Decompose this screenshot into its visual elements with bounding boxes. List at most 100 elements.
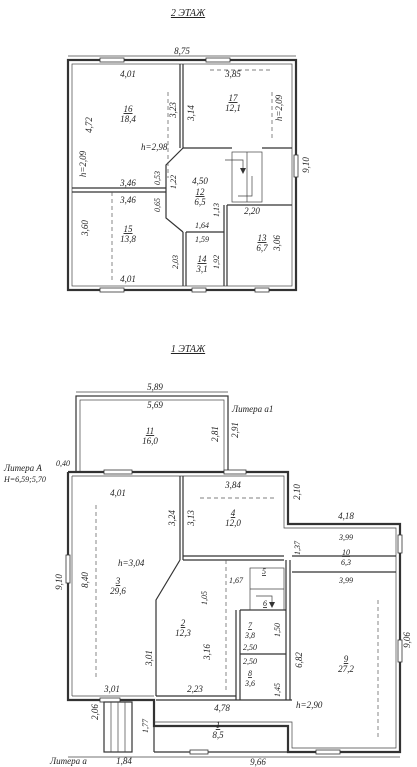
floor1-main-walls xyxy=(66,470,402,754)
room-area: 3,8 xyxy=(244,631,255,640)
dim-label: 3,13 xyxy=(186,510,196,527)
dim-label: 2,50 xyxy=(243,643,257,652)
dim-label: 2,10 xyxy=(292,484,302,500)
dim-label: 3,84 xyxy=(224,480,241,490)
dim-label: 1,67 xyxy=(229,576,244,585)
dim-label: 6,82 xyxy=(294,652,304,668)
dim-label: 2,20 xyxy=(244,206,260,216)
dim-label: 1,45 xyxy=(273,683,282,697)
floor1-dashed-lines xyxy=(95,497,379,740)
room-number: 14 xyxy=(198,254,208,264)
room-number: 9 xyxy=(344,654,349,664)
dim-label: 0,53 xyxy=(153,171,162,185)
room-area: 6,3 xyxy=(341,558,351,567)
ceiling-height: h=2,90 xyxy=(296,700,323,710)
room-area: 18,4 xyxy=(120,114,136,124)
dim-label: 3,23 xyxy=(168,102,178,119)
room-number: 17 xyxy=(229,93,239,103)
dim-label: 1,22 xyxy=(169,175,178,189)
litera-A-height: H=6,59;5,70 xyxy=(3,475,46,484)
dim-label: 1,92 xyxy=(212,255,221,269)
floor2-dashed-lines xyxy=(111,69,273,282)
room-area: 16,0 xyxy=(142,436,158,446)
room-area: 6,7 xyxy=(256,243,268,253)
dim-label: 5,89 xyxy=(147,382,163,392)
dim-label: 1,05 xyxy=(200,591,209,605)
floor1-title: 1 ЭТАЖ xyxy=(171,344,206,355)
dim-label: 3,14 xyxy=(186,105,196,122)
room-number: 4 xyxy=(231,508,236,518)
room-number: 15 xyxy=(124,224,134,234)
floor1-porch-a xyxy=(103,701,133,753)
floor2-walls xyxy=(66,58,298,292)
dim-label: 2,03 xyxy=(171,255,180,269)
dim-label: 1,13 xyxy=(212,203,221,217)
dim-label: 4,18 xyxy=(338,511,354,521)
floor2-title: 2 ЭТАЖ xyxy=(171,8,206,19)
dim-label: 3,85 xyxy=(224,69,241,79)
dim-label: 3,16 xyxy=(202,644,212,661)
dim-label: 4,50 xyxy=(192,176,208,186)
room-area: 3,6 xyxy=(244,679,255,688)
dim-label: 2,06 xyxy=(90,704,100,720)
dim-label: 4,72 xyxy=(84,117,94,133)
dim-label: 4,01 xyxy=(120,69,136,79)
room-area: 27,2 xyxy=(338,664,354,674)
dim-label: 2,91 xyxy=(230,422,240,438)
room-number: 8 xyxy=(248,669,252,678)
dim-label: 1,50 xyxy=(273,623,282,637)
dim-label: 9,10 xyxy=(301,157,311,173)
room-area: 3,1 xyxy=(195,264,207,274)
dim-label: 3,01 xyxy=(103,684,120,694)
dim-label: 3,01 xyxy=(144,650,154,667)
dim-label: 1,64 xyxy=(195,221,209,230)
room-number: 10 xyxy=(342,548,350,557)
room-area: 8,5 xyxy=(212,730,224,740)
room-number: 13 xyxy=(258,233,268,243)
dim-label: 2,81 xyxy=(210,426,220,442)
dim-label: 1,84 xyxy=(116,756,132,766)
litera-A-label: Литера А xyxy=(3,463,42,473)
dim-label: 0,40 xyxy=(56,459,70,468)
dim-label: 1,37 xyxy=(293,540,302,555)
room-number: 2 xyxy=(181,618,186,628)
dim-label: 3,24 xyxy=(167,510,177,527)
dim-label: 1,77 xyxy=(141,718,150,733)
dim-label: h=2,09 xyxy=(78,150,88,177)
dim-label: 3,06 xyxy=(272,235,282,252)
dim-label: 9,06 xyxy=(402,632,412,648)
dim-label: 3,60 xyxy=(80,220,90,237)
dim-label: 8,75 xyxy=(174,46,190,56)
floor1-windows xyxy=(65,469,403,755)
room-area: 12,3 xyxy=(175,628,191,638)
room-number: 5 xyxy=(262,567,266,576)
dim-label: 0,65 xyxy=(153,198,162,212)
ceiling-height: h=2,98 xyxy=(141,142,168,152)
room-number: 3 xyxy=(115,576,121,586)
room-number: 7 xyxy=(248,621,253,630)
ceiling-height: h=3,04 xyxy=(118,558,145,568)
dim-label: 4,01 xyxy=(120,274,136,284)
room-area: 6,5 xyxy=(194,197,206,207)
room-area: 12,0 xyxy=(225,518,241,528)
dim-label: 3,99 xyxy=(338,533,353,542)
dim-label: h=2,09 xyxy=(274,94,284,121)
dim-label: 2,23 xyxy=(187,684,203,694)
dim-label: 2,50 xyxy=(243,657,257,666)
dim-label: 1,59 xyxy=(195,235,209,244)
dim-label: 8,40 xyxy=(80,572,90,588)
dim-label: 5,69 xyxy=(147,400,163,410)
dim-label: 9,10 xyxy=(54,574,64,590)
dim-label: 4,78 xyxy=(214,703,230,713)
room-area: 12,1 xyxy=(225,103,241,113)
room-area: 29,6 xyxy=(110,586,126,596)
room-number: 6 xyxy=(263,599,267,608)
dim-label: 3,46 xyxy=(119,195,136,205)
dim-label: 4,01 xyxy=(110,488,126,498)
room-number: 16 xyxy=(124,104,134,114)
dim-label: 3,99 xyxy=(338,576,353,585)
floor2-windows xyxy=(99,57,299,293)
litera-a-label: Литера а xyxy=(49,756,87,766)
litera-a1-label: Литера а1 xyxy=(231,404,273,414)
